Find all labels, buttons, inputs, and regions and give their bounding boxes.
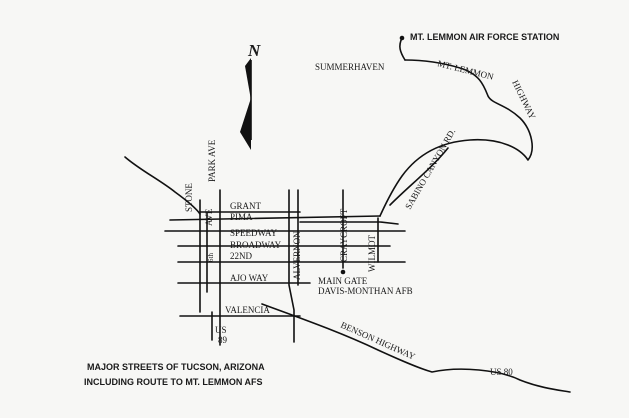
us89-label-top: US — [215, 325, 227, 335]
sixth-ave-label: AVE — [204, 208, 214, 226]
mt-lemmon-highway-road — [379, 59, 533, 217]
broadway-label: BROADWAY — [230, 240, 282, 250]
pima-road-2 — [299, 221, 399, 225]
park-ave-label: PARK AVE — [207, 139, 217, 182]
valencia-label: VALENCIA — [225, 305, 270, 315]
mt-lemmon-label: MT. LEMMON — [437, 58, 496, 82]
sabino-canyon-label: SABINO CANYON RD. — [403, 127, 457, 211]
us89-label-bottom: 89 — [218, 335, 228, 345]
craycroft-label: CRAYCROFT — [339, 208, 349, 262]
stone-label: STONE — [184, 183, 194, 212]
sixth-ave-number-label: 6th — [207, 253, 215, 262]
benson-highway-label: BENSON HIGHWAY — [339, 320, 417, 362]
speedway-label: SPEEDWAY — [230, 228, 278, 238]
sabino-canyon-road — [389, 147, 449, 206]
northwest-road — [124, 156, 201, 215]
twenty-second-label: 22ND — [230, 251, 252, 261]
highway-label: HIGHWAY — [510, 78, 538, 121]
ajo-way-label: AJO WAY — [230, 273, 269, 283]
pima-road — [169, 215, 381, 221]
davis-monthan-label: DAVIS-MONTHAN AFB — [318, 286, 413, 296]
alvernon-road — [288, 189, 295, 343]
air-force-station-marker — [399, 35, 405, 41]
main-gate-marker — [340, 269, 346, 275]
caption-line-2: INCLUDING ROUTE TO MT. LEMMON AFS — [84, 377, 263, 387]
benson-highway-road — [261, 303, 571, 393]
pima-label: PIMA — [230, 212, 253, 222]
main-gate-label: MAIN GATE — [318, 276, 368, 286]
caption-line-1: MAJOR STREETS OF TUCSON, ARIZONA — [87, 362, 265, 372]
north-label: N — [247, 41, 261, 60]
alvernon-label: ALVERNON — [292, 231, 302, 280]
us80-label: US 80 — [490, 367, 513, 377]
air-force-station-label: MT. LEMMON AIR FORCE STATION — [410, 32, 559, 42]
north-arrow-icon: N — [240, 41, 261, 150]
summerhaven-label: SUMMERHAVEN — [315, 62, 385, 72]
grant-label: GRANT — [230, 201, 262, 211]
wilmot-label: WILMOT — [367, 235, 377, 272]
summerhaven-road — [399, 37, 406, 61]
